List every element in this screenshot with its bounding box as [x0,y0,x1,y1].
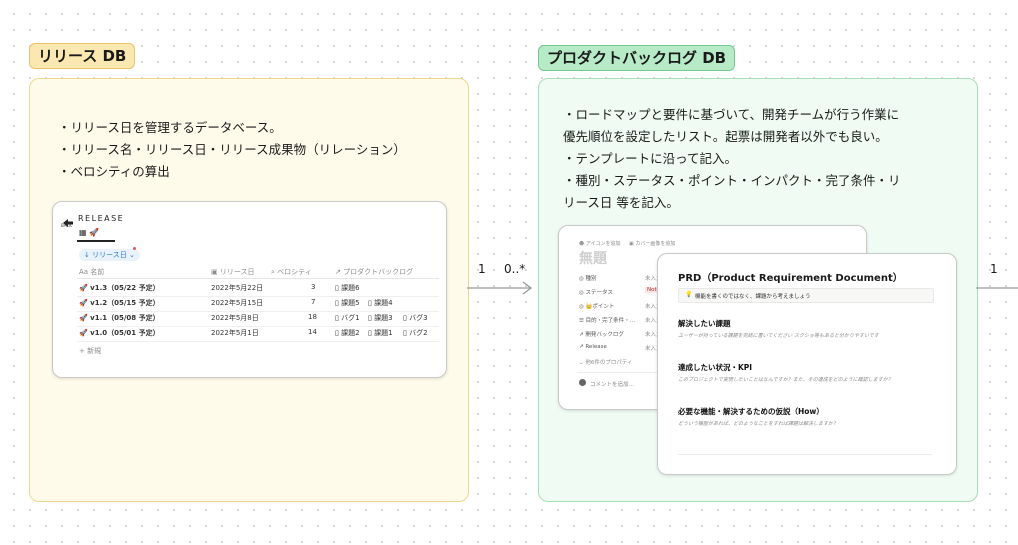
backlog-chip: ▯ 課題6 [335,284,360,292]
view-tabs[interactable]: ▦ 🚀 [79,228,100,237]
row-date: 2022年5月1日 [211,329,259,337]
column-product-backlog: ↗ プロダクトバックログ [335,268,414,276]
table-row[interactable]: 🚀 v1.3（05/22 予定） 2022年5月22日 3 ▯ 課題6 [53,282,446,296]
table-divider [77,278,439,279]
property-name: ◎ ステータス [579,290,614,296]
table-row[interactable]: 🚀 v1.2（05/15 予定） 2022年5月15日 7 ▯ 課題5 ▯ 課題… [53,297,446,311]
row-name: 🚀 v1.0（05/01 予定） [79,329,160,337]
row-velocity: 18 [308,313,317,321]
row-name: 🚀 v1.1（05/08 予定） [79,314,160,322]
sort-filter-chip[interactable]: ↓ リリース日 ⌄ [79,249,140,261]
column-release-date: ▣ リリース日 [211,268,255,276]
backlog-db-bullet: ・ロードマップと要件に基づいて、開発チームが行う作業に [563,107,900,122]
more-properties[interactable]: ⌄ 他6件のプロパティ [579,360,633,366]
property-name: ◎ 種別 [579,276,597,282]
row-date: 2022年5月22日 [211,284,264,292]
cardinality-one: 1 [478,262,486,276]
property-value[interactable]: 未入力 [645,276,662,282]
section-heading: 解決したい課題 [678,319,731,328]
release-db-description: ・リリース日を管理するデータベース。 ・リリース名・リリース日・リリース成果物（… [58,117,458,183]
row-date: 2022年5月15日 [211,299,264,307]
column-name: Aa 名前 [79,268,105,276]
prd-template-screenshot: PRD（Product Requirement Document） 💡 機能を書… [657,253,957,475]
row-name: 🚀 v1.2（05/15 予定） [79,299,160,307]
view-tab-underline [77,240,115,242]
add-icon-action[interactable]: ☻ アイコンを追加 [579,241,621,247]
filter-dot [133,247,136,250]
property-name: ↗ Release [579,344,607,350]
avatar [579,379,586,386]
backlog-chip: ▯ 課題3 [368,314,393,322]
property-name: ◎ 👑ポイント [579,304,615,310]
section-hint: ユーザーが持っている課題を完結に書いてください スクショ等もあると分かりやすいで… [678,333,879,339]
back-icon-label: BACK [61,223,72,228]
status-badge[interactable]: Not [645,287,659,293]
release-title: RELEASE [78,214,125,223]
property-value[interactable]: 未入力 [645,318,662,324]
backlog-chip: ▯ バグ2 [403,329,428,337]
backlog-chip: ▯ 課題5 [335,299,360,307]
property-name: ☰ 目的・完了条件・… [579,318,636,324]
prd-callout: 💡 機能を書くのではなく、課題から考えましょう [678,288,934,303]
backlog-db-bullet: ・種別・ステータス・ポイント・インパクト・完了条件・リ [563,173,901,188]
backlog-db-description: ・ロードマップと要件に基づいて、開発チームが行う作業に 優先順位を設定したリスト… [563,104,953,214]
backlog-chip: ▯ バグ3 [403,314,428,322]
lightbulb-icon: 💡 [685,291,693,298]
property-name: ↗ 開発バックログ [579,332,624,338]
row-velocity: 3 [311,283,316,291]
row-date: 2022年5月8日 [211,314,259,322]
column-velocity: ⌕ ベロシティ [271,268,312,276]
prd-title: PRD（Product Requirement Document） [678,273,903,284]
cardinality-many: 0..* [504,262,526,276]
arrow-head-icon [522,281,533,295]
comment-input[interactable]: コメントを追加… [590,382,635,388]
untitled-title[interactable]: 無題 [579,251,607,267]
property-value[interactable]: 未入力 [645,304,662,310]
release-db-bullet: ・リリース日を管理するデータベース。 [58,120,282,135]
add-cover-action[interactable]: ▣ カバー画像を追加 [629,241,676,247]
backlog-chip: ▯ 課題2 [335,329,360,337]
release-table-screenshot: BACK RELEASE ▦ 🚀 ↓ リリース日 ⌄ Aa 名前 ▣ リリース日… [52,201,447,378]
backlog-db-bullet: ・テンプレートに沿って記入。 [563,151,738,166]
property-value[interactable]: 未入力 [645,332,662,338]
back-icon [62,213,74,227]
section-heading: 必要な機能・解決するための仮説（How） [678,407,824,416]
callout-text: 機能を書くのではなく、課題から考えましょう [695,294,811,300]
row-name: 🚀 v1.3（05/22 予定） [79,284,160,292]
section-hint: このプロジェクトで実現したいことはなんですか？また、その達成をどのように確認しま… [678,377,893,383]
property-value[interactable]: 未入力 [645,346,662,352]
backlog-db-bullet: リース日 等を記入。 [563,195,679,210]
release-db-bullet: ・リリース名・リリース日・リリース成果物（リレーション） [58,142,406,157]
row-velocity: 7 [311,298,316,306]
section-hint: どういう機能があれば、どのようなことをすれば課題は解決しますか？ [678,421,839,427]
table-row[interactable]: 🚀 v1.1（05/08 予定） 2022年5月8日 18 ▯ バグ1 ▯ 課題… [53,312,446,326]
cardinality-one: 1 [990,262,998,276]
section-heading: 達成したい状況・KPI [678,363,753,372]
backlog-db-tag: プロダクトバックログ DB [538,45,736,71]
release-db-tag: リリース DB [29,43,136,69]
backlog-chip: ▯ バグ1 [335,314,360,322]
new-row-button[interactable]: + 新規 [79,347,102,355]
backlog-chip: ▯ 課題4 [368,299,393,307]
table-row[interactable]: 🚀 v1.0（05/01 予定） 2022年5月1日 14 ▯ 課題2 ▯ 課題… [53,327,446,341]
backlog-db-bullet: 優先順位を設定したリスト。起票は開発者以外でも良い。 [563,129,888,144]
backlog-chip: ▯ 課題1 [368,329,393,337]
row-velocity: 14 [308,328,317,336]
release-db-bullet: ・ベロシティの算出 [58,164,170,179]
